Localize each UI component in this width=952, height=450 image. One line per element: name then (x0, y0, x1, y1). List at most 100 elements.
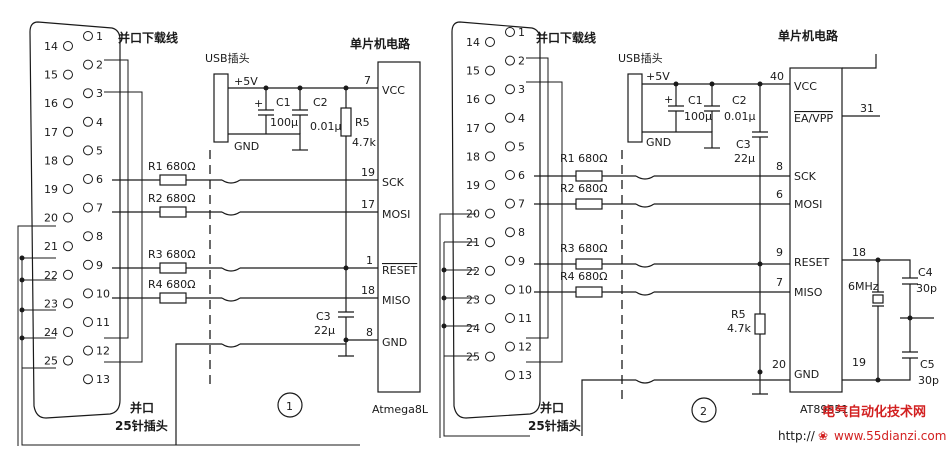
left-db25-pin-label-17: 17 (44, 126, 58, 139)
right-plug-sck (635, 175, 655, 180)
right-pin-name-reset: RESET (794, 256, 830, 269)
right-circuit: 1234567891011121314151617181920212223242… (439, 21, 939, 438)
right-gnd-return (581, 379, 790, 436)
left-db25-pin-label-3: 3 (96, 87, 103, 100)
left-db25-pin-label-7: 7 (96, 202, 103, 215)
right-parallel-name: 并口 (540, 400, 564, 415)
right-crystal-symbol (872, 260, 884, 380)
left-pin-name-gnd: GND (382, 336, 407, 349)
left-pin-name-reset: RESET (382, 264, 418, 277)
left-db25-pin-label-22: 22 (44, 269, 58, 282)
right-r4-symbol (575, 286, 603, 298)
right-db25-pin-23 (485, 294, 495, 305)
left-circuit-number: 1 (286, 400, 293, 413)
right-db25-pin-15 (485, 65, 495, 76)
right-pin-num-sck: 8 (776, 160, 783, 173)
right-db25-pin-label-3: 3 (518, 83, 525, 96)
right-r2-label: R2 680Ω (560, 182, 608, 195)
right-loop-3-12 (526, 81, 563, 363)
left-c1-value: 100μ (270, 116, 298, 129)
left-junction (19, 277, 25, 283)
left-r1-symbol (159, 174, 187, 186)
left-r2-symbol (159, 206, 187, 218)
right-junction (875, 257, 881, 263)
left-db25-outline (29, 21, 121, 419)
left-junction (19, 335, 25, 341)
right-db25-pin-label-25: 25 (466, 351, 480, 364)
right-db25-pin-label-9: 9 (518, 255, 525, 268)
right-db25-pin-20 (485, 208, 495, 219)
right-db25-pin-label-18: 18 (466, 150, 480, 163)
right-plug-mosi (635, 203, 655, 208)
left-r2-label: R2 680Ω (148, 192, 196, 205)
watermark-icon: ❀ (818, 429, 828, 443)
left-r5-label: R5 (355, 116, 370, 129)
left-parallel-name: 并口 (130, 400, 154, 415)
left-circuit-number-ring (277, 392, 303, 418)
right-r1-label: R1 680Ω (560, 152, 608, 165)
right-chip-body (789, 67, 843, 393)
left-usb-plug (213, 73, 229, 143)
left-db25-pin-23 (63, 298, 73, 309)
right-c5-symbol (902, 351, 918, 359)
right-xtal2-wire (842, 330, 911, 381)
right-gnd-symbol (752, 372, 768, 395)
right-r4-label: R4 680Ω (560, 270, 608, 283)
left-db25-pin-19 (63, 184, 73, 194)
left-pin-name-mosi: MOSI (382, 208, 410, 221)
right-pin-num-reset: 9 (776, 246, 783, 259)
right-db25-pin-label-15: 15 (466, 65, 480, 78)
left-ground-taps (22, 257, 56, 369)
watermark-title: 电气自动化技术网 (822, 404, 926, 420)
right-c3-value: 22μ (734, 152, 755, 165)
left-db25-pin-label-2: 2 (96, 59, 103, 72)
right-usb-label: USB插头 (618, 51, 663, 65)
left-db25-pin-6 (83, 174, 93, 184)
left-db25-pin-15 (63, 69, 73, 80)
left-db25-pin-4 (83, 116, 93, 127)
left-db25-pin-label-8: 8 (96, 230, 103, 243)
right-c1-value: 100μ (684, 110, 712, 123)
right-parallel-header: 并口下载线 (536, 30, 596, 45)
left-db25-pin-label-6: 6 (96, 173, 103, 186)
left-r3-symbol (159, 262, 187, 274)
left-c2-symbol (292, 88, 308, 134)
left-c1-symbol (258, 88, 274, 134)
left-mcu-header: 单片机电路 (350, 36, 411, 51)
right-usb-plug (627, 73, 643, 143)
right-xtal-gnd (900, 300, 934, 330)
left-vcc-label: +5V (234, 75, 258, 88)
right-db25-pin-9 (505, 255, 515, 266)
right-plug-reset (635, 263, 655, 268)
right-db25-pin-12 (505, 341, 515, 352)
right-mcu-header: 单片机电路 (778, 28, 839, 43)
right-xtal1-wire (842, 259, 911, 300)
right-db25-pin-21 (485, 237, 495, 248)
left-db25-pin-label-9: 9 (96, 259, 103, 272)
right-r5-label: R5 (731, 308, 746, 321)
right-r3-symbol (575, 258, 603, 270)
left-plug-gnd (221, 343, 241, 348)
watermark-url: www.55dianzi.com (834, 429, 946, 443)
left-pin-num-reset: 1 (366, 254, 373, 267)
right-db25-pin-10 (505, 284, 515, 295)
right-c4-symbol (902, 277, 918, 285)
right-c1-plus: + (664, 93, 673, 106)
left-db25-pin-18 (63, 155, 73, 166)
left-plug-reset (221, 267, 241, 272)
right-db25-pin-label-16: 16 (466, 93, 480, 106)
left-db25-pin-7 (83, 202, 93, 213)
right-pin-name-gnd: GND (794, 368, 819, 381)
left-db25-pin-10 (83, 288, 93, 299)
left-db25-pin-label-16: 16 (44, 97, 58, 110)
right-plug-miso (635, 291, 655, 296)
right-plug-gnd (635, 379, 655, 384)
right-pin-name-vcc: VCC (794, 80, 817, 93)
left-parallel-header: 并口下载线 (118, 30, 178, 45)
left-db25-pin-label-4: 4 (96, 116, 103, 129)
right-gnd-label: GND (646, 136, 671, 149)
right-c2-symbol (704, 84, 720, 132)
left-junction (19, 255, 25, 261)
right-loop-2-11 (526, 57, 549, 339)
left-pin-num-gnd: 8 (366, 326, 373, 339)
